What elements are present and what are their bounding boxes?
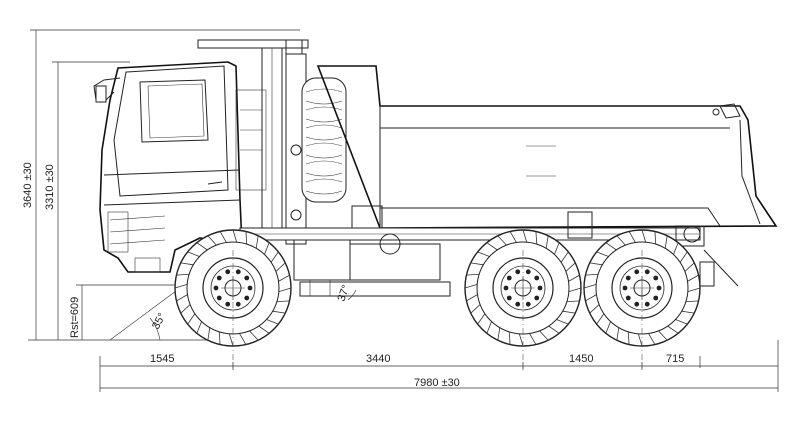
dim-overall-height: 3640 ±30 [22,162,34,208]
wheel-front [174,229,292,347]
vertical-dimensions: 3640 ±30 3310 ±30 Rst=609 35° [22,29,300,341]
dim-front-overhang: 1545 [150,353,174,365]
dim-rear-angle: 37° [336,283,353,303]
wheels [174,229,701,347]
dim-wheelbase-front: 3440 [366,353,390,365]
dim-ground-clearance: Rst=609 [69,297,81,338]
dim-rear-overhang: 715 [666,353,684,365]
cab-guard-post [197,39,309,245]
wheel-rear [583,229,701,347]
dim-approach-angle: 35° [150,311,168,331]
cab [93,61,267,273]
wheel-middle [464,229,582,347]
dim-overall-length: 7980 ±30 [414,377,460,389]
spare-wheel [301,77,347,203]
dim-axle-spacing: 1450 [569,353,593,365]
horizontal-dimensions: 1545 3440 1450 715 7980 ±30 [99,340,779,392]
dim-cab-height: 3310 ±30 [44,164,56,210]
tipper-body [316,65,778,237]
